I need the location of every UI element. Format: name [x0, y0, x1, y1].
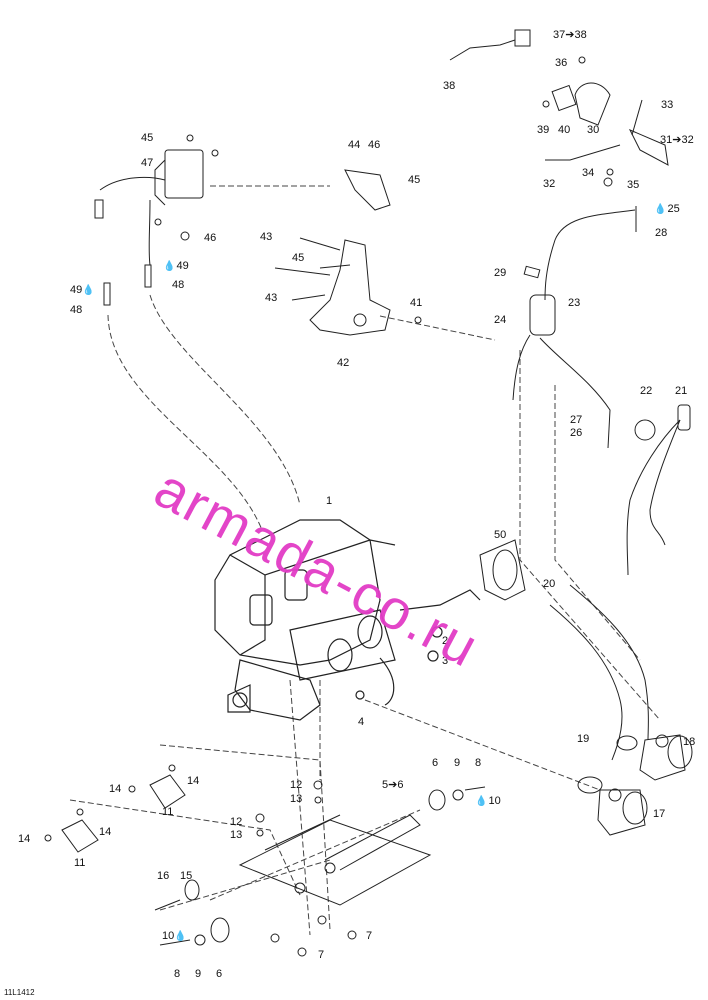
assembly-guide-lines — [69, 185, 661, 936]
callout-7a: 7 — [366, 930, 373, 942]
callout-29: 29 — [494, 267, 507, 279]
callout-10b: 10💧 — [162, 930, 187, 942]
callout-49: 49💧 — [70, 284, 95, 296]
callout-41: 41 — [410, 297, 423, 309]
callout-1: 1 — [326, 495, 333, 507]
callout-30: 30 — [587, 124, 600, 136]
callout-47: 47 — [141, 157, 154, 169]
oil-drop-icon: 💧 — [174, 931, 187, 942]
callout-18: 18 — [683, 736, 696, 748]
callout-14c: 14 — [18, 833, 31, 845]
callout-34: 34 — [582, 167, 595, 179]
callout-50: 50 — [494, 529, 507, 541]
callout-11a: 11 — [162, 806, 174, 818]
callout-10a: 💧10 — [475, 795, 501, 807]
oil-drop-icon: 💧 — [475, 796, 488, 807]
callout-44: 44 — [348, 139, 361, 151]
callout-31: 31➔32 — [660, 134, 694, 146]
callout-46b: 46 — [204, 232, 217, 244]
callout-48: 48 — [70, 304, 83, 316]
callout-42: 42 — [337, 357, 350, 369]
callout-15: 15 — [180, 870, 193, 882]
callout-48b: 48 — [172, 279, 185, 291]
carburetor-18 — [639, 734, 693, 781]
callout-45c: 45 — [292, 252, 305, 264]
callout-32: 32 — [543, 178, 556, 190]
callout-2: 2 — [442, 635, 449, 647]
callout-7b: 7 — [318, 949, 325, 961]
callout-21: 21 — [675, 385, 688, 397]
oil-drop-icon: 💧 — [82, 285, 95, 296]
oil-line-21 — [626, 404, 691, 576]
ignition-coil — [99, 134, 219, 266]
callout-6a: 6 — [432, 757, 439, 769]
callout-8b: 8 — [174, 968, 181, 980]
oil-line-20 — [549, 584, 649, 761]
callout-39: 39 — [537, 124, 550, 136]
engine-support-frame — [238, 780, 432, 906]
callout-22: 22 — [640, 385, 653, 397]
callout-3: 3 — [442, 655, 449, 667]
callout-16: 16 — [157, 870, 170, 882]
callout-9b: 9 — [195, 968, 202, 980]
throttle-cable — [512, 206, 637, 449]
callout-6b: 6 — [216, 968, 223, 980]
callout-5: 5➔6 — [382, 779, 404, 791]
oil-drop-icon: 💧 — [163, 261, 176, 272]
callout-13b: 13 — [230, 829, 243, 841]
callout-24: 24 — [494, 314, 507, 326]
spark-plug-left — [94, 199, 152, 306]
engine-block — [214, 519, 481, 721]
oil-drop-icon: 💧 — [654, 204, 667, 215]
callout-46: 46 — [368, 139, 381, 151]
callout-4: 4 — [358, 716, 365, 728]
callout-43b: 43 — [265, 292, 278, 304]
callout-45: 45 — [141, 132, 154, 144]
callout-36: 36 — [555, 57, 568, 69]
callout-38: 38 — [443, 80, 456, 92]
callout-28: 28 — [655, 227, 668, 239]
engine-mount-11-lower — [44, 808, 99, 853]
callout-40: 40 — [558, 124, 571, 136]
callout-37: 37➔38 — [553, 29, 587, 41]
air-box — [479, 539, 526, 601]
callout-27: 27 — [570, 414, 583, 426]
callout-23: 23 — [568, 297, 581, 309]
callout-26: 26 — [570, 427, 583, 439]
callout-33: 33 — [661, 99, 674, 111]
bracket-assembly — [274, 169, 422, 336]
callout-8a: 8 — [475, 757, 482, 769]
document-code: 11L1412 — [4, 988, 35, 997]
callout-11b: 11 — [74, 857, 86, 869]
engine-mount-11-upper — [128, 764, 186, 809]
callout-13a: 13 — [290, 793, 303, 805]
callout-25: 💧25 — [654, 203, 680, 215]
carburetor-17 — [577, 735, 648, 836]
callout-9a: 9 — [454, 757, 461, 769]
callout-20: 20 — [543, 578, 556, 590]
callout-49b: 💧49 — [163, 260, 189, 272]
callout-12a: 12 — [290, 779, 303, 791]
callout-43: 43 — [260, 231, 273, 243]
callout-19: 19 — [577, 733, 590, 745]
throttle-lever-assembly — [449, 29, 669, 187]
callout-17: 17 — [653, 808, 666, 820]
callout-14a: 14 — [109, 783, 122, 795]
callout-14b: 14 — [187, 775, 200, 787]
callout-12b: 12 — [230, 816, 243, 828]
callout-14d: 14 — [99, 826, 112, 838]
callout-35: 35 — [627, 179, 640, 191]
callout-45b: 45 — [408, 174, 421, 186]
mount-bushings — [154, 786, 486, 957]
